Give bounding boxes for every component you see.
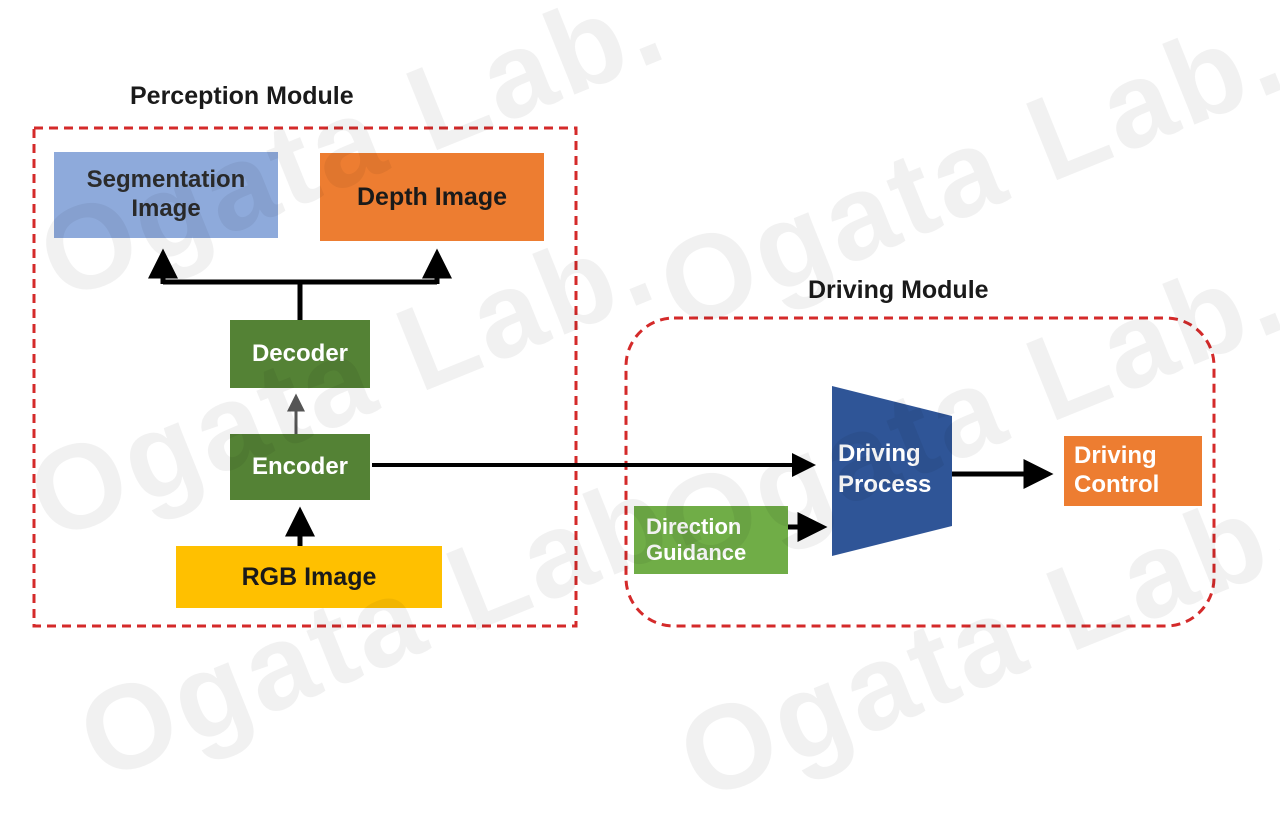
- driving-module-frame: [624, 316, 1216, 628]
- driving-process-label: Driving Process: [838, 438, 931, 500]
- diagram-connectors: [32, 126, 1216, 628]
- rgb-image-box: RGB Image: [176, 546, 442, 608]
- encoder-label: Encoder: [251, 452, 349, 480]
- driving-process-line1: Driving: [838, 440, 921, 467]
- decoder-box: Decoder: [230, 320, 370, 388]
- encoder-box: Encoder: [230, 434, 370, 500]
- architecture-diagram: Perception Module Driving Module Segment…: [11, 0, 1280, 826]
- driving-control-line2: Control: [1074, 471, 1160, 498]
- rgb-image-label: RGB Image: [241, 563, 377, 591]
- perception-module-title: Perception Module: [130, 82, 354, 110]
- driving-module-title: Driving Module: [808, 276, 989, 304]
- segmentation-label-line2: Image: [131, 195, 201, 222]
- perception-module-frame: [32, 126, 578, 628]
- depth-image-label: Depth Image: [356, 183, 508, 211]
- driving-control-box: Driving Control: [1064, 436, 1202, 506]
- driving-process-line2: Process: [838, 471, 932, 499]
- segmentation-image-box: Segmentation Image: [54, 152, 278, 238]
- direction-guidance-line2: Guidance: [646, 540, 747, 565]
- driving-control-line1: Driving: [1074, 442, 1157, 470]
- decoder-label: Decoder: [251, 339, 349, 367]
- direction-guidance-line1: Direction: [646, 513, 742, 539]
- direction-guidance-box: Direction Guidance: [634, 506, 788, 574]
- segmentation-label-line1: Segmentation: [86, 166, 246, 194]
- depth-image-box: Depth Image: [320, 153, 544, 241]
- driving-process-shape: [832, 386, 952, 556]
